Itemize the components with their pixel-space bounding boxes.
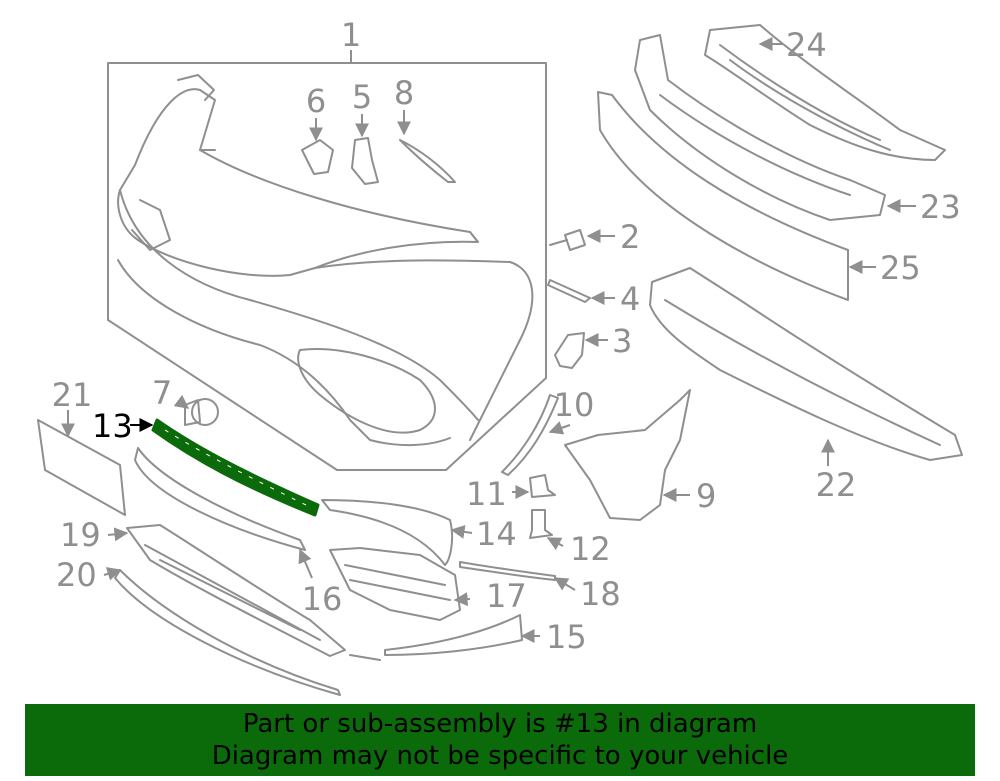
callout-7: 7 bbox=[152, 374, 172, 412]
callout-12: 12 bbox=[570, 530, 611, 568]
part-21-plate bbox=[37, 419, 126, 516]
callout-6: 6 bbox=[306, 82, 326, 120]
callout-9: 9 bbox=[696, 477, 716, 515]
callout-24: 24 bbox=[786, 26, 827, 64]
assembly-box-1 bbox=[107, 50, 547, 471]
bumper-cover bbox=[117, 74, 534, 447]
part-22-undertray bbox=[649, 267, 963, 461]
part-19-grille bbox=[126, 524, 346, 657]
part-17-insert bbox=[329, 547, 461, 621]
callout-2: 2 bbox=[620, 218, 640, 256]
part-6-clip bbox=[301, 139, 334, 175]
part-24-absorber bbox=[704, 24, 946, 161]
callout-17: 17 bbox=[486, 577, 527, 615]
part-5-bracket bbox=[351, 137, 379, 185]
part-20-strip bbox=[114, 569, 341, 696]
callout-13: 13 bbox=[92, 407, 133, 445]
callout-4: 4 bbox=[620, 280, 640, 318]
parts-diagram: 1 6 5 8 24 23 2 25 4 3 7 21 10 13 22 11 … bbox=[37, 16, 963, 696]
callout-25: 25 bbox=[880, 249, 921, 287]
callout-8: 8 bbox=[394, 74, 414, 112]
callout-3: 3 bbox=[612, 322, 632, 360]
part-9-bracket bbox=[564, 389, 691, 521]
part-11-fastener bbox=[529, 474, 556, 498]
callout-21: 21 bbox=[52, 376, 93, 414]
part-7-sensor bbox=[184, 398, 219, 426]
part-25-bar bbox=[597, 91, 849, 301]
notice-banner: Part or sub-assembly is #13 in diagram D… bbox=[25, 704, 975, 776]
banner-line-1: Part or sub-assembly is #13 in diagram bbox=[242, 709, 758, 739]
callout-10: 10 bbox=[554, 386, 595, 424]
part-10-strip bbox=[501, 394, 559, 476]
callout-16: 16 bbox=[302, 580, 343, 618]
part-12-bolt bbox=[529, 509, 553, 539]
callout-19: 19 bbox=[60, 516, 101, 554]
part-4-strip bbox=[547, 279, 591, 303]
callout-23: 23 bbox=[920, 188, 961, 226]
part-13-molding-highlighted bbox=[151, 418, 320, 517]
callout-11: 11 bbox=[466, 475, 507, 513]
part-8-strip bbox=[399, 139, 456, 183]
part-3-screw bbox=[554, 332, 585, 369]
callout-18: 18 bbox=[580, 575, 621, 613]
callout-1: 1 bbox=[341, 16, 361, 54]
callout-15: 15 bbox=[546, 618, 587, 656]
callout-14: 14 bbox=[476, 515, 517, 553]
callout-20: 20 bbox=[56, 556, 97, 594]
part-2-screw bbox=[549, 229, 586, 251]
callout-22: 22 bbox=[816, 466, 857, 504]
banner-line-2: Diagram may not be specific to your vehi… bbox=[211, 741, 789, 771]
part-14-trim bbox=[321, 499, 454, 566]
part-23-reinforcement bbox=[634, 34, 886, 221]
part-15-lip bbox=[349, 614, 523, 661]
callout-5: 5 bbox=[352, 78, 372, 116]
